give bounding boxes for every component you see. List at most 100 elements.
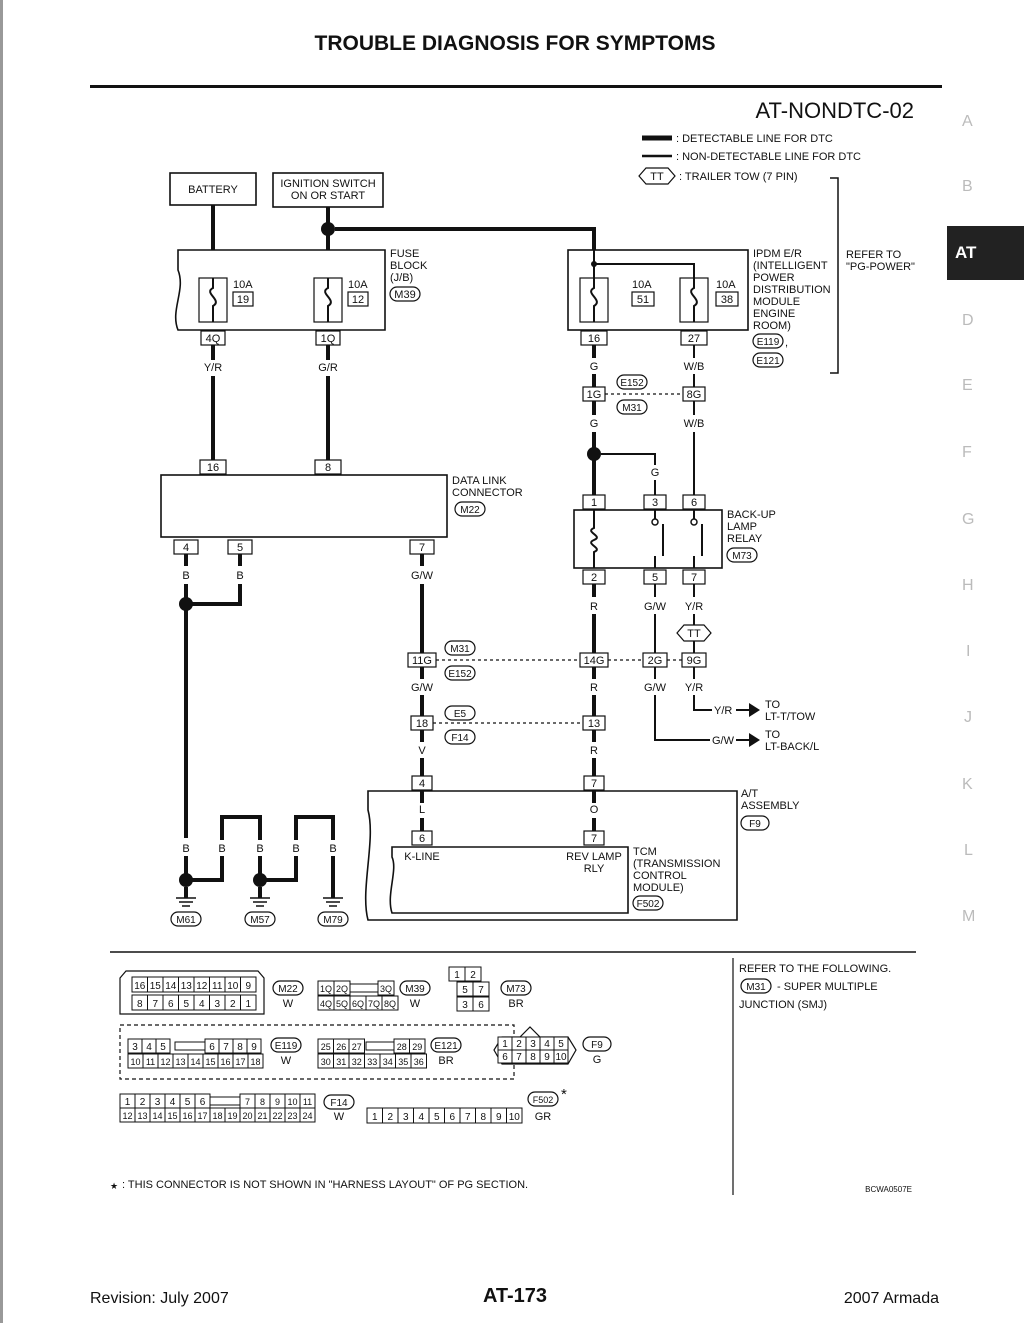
tab-letter-e[interactable]: E	[962, 377, 973, 394]
f14-pin-label: 9	[275, 1097, 280, 1107]
smj-line-3: JUNCTION (SMJ)	[739, 999, 827, 1011]
relay-label-3: RELAY	[727, 533, 763, 545]
e121-key-slot	[365, 1041, 395, 1051]
conn-tag-f502-b-text: F502	[533, 1095, 554, 1105]
e119-pin-label: 9	[251, 1042, 257, 1053]
conn-tag-m73	[726, 547, 758, 563]
ipdm-label-7: ROOM)	[753, 320, 791, 332]
gnd-wire-b1: B	[182, 843, 189, 855]
figure-code: BCWA0507E	[865, 1185, 912, 1194]
conn-tag-m22-b	[272, 980, 304, 996]
ipdm-internal-wire	[594, 263, 695, 278]
e119-pin-label: 5	[160, 1042, 166, 1053]
wire-color-gr: G/R	[318, 362, 338, 374]
f14-pin-label: 10	[287, 1097, 297, 1107]
conn-tag-e119	[752, 333, 784, 349]
f14-pin-label: 16	[182, 1111, 192, 1121]
tt-symbol-text: TT	[687, 628, 701, 640]
wire-color-18: V	[418, 745, 426, 757]
conn-tag-e121	[752, 352, 784, 368]
conn-tag-f9	[740, 815, 770, 831]
ipdm-label-1: IPDM E/R	[753, 248, 802, 260]
conn-tag-m73-b-text: M73	[506, 984, 526, 995]
f502-pin-label: 2	[387, 1112, 393, 1123]
m73-pin-cell	[472, 981, 490, 997]
f9-pin-label: 10	[555, 1052, 567, 1063]
wire-color-g1: G	[590, 361, 599, 373]
dlc-pin-16	[199, 459, 227, 475]
gnd-splice-2	[253, 873, 267, 887]
data-link-connector-box	[160, 474, 448, 538]
tcm-pin-6	[411, 830, 433, 846]
fuse-block-label-2: BLOCK	[390, 260, 428, 272]
tcm-rev-1: REV LAMP	[566, 851, 622, 863]
conn-tag-f502-text: F502	[637, 899, 660, 910]
f14-pin-label: 13	[137, 1111, 147, 1121]
legend-tt-symbol	[638, 167, 676, 185]
conn-tag-f502-b	[527, 1091, 559, 1107]
tab-letter-l[interactable]: L	[964, 842, 973, 859]
tab-letter-j[interactable]: J	[964, 709, 972, 726]
f14-pin-label: 3	[155, 1097, 161, 1108]
f9-pin-label: 6	[502, 1052, 508, 1063]
tab-letter-h[interactable]: H	[962, 577, 974, 594]
tab-letter-d[interactable]: D	[962, 312, 974, 329]
fuse-19-amp: 10A	[233, 279, 253, 291]
conn-tag-m61-text: M61	[176, 915, 196, 926]
conn-tag-m57	[244, 911, 276, 927]
wire-color-wb1: W/B	[684, 361, 705, 373]
fuse-51-num-box	[631, 291, 655, 307]
m22-pin-label: 1	[245, 999, 251, 1010]
tab-letter-a[interactable]: A	[962, 113, 973, 130]
conn-tag-f9-b-text: F9	[591, 1040, 603, 1051]
f9-pin-label: 9	[544, 1052, 550, 1063]
legend-trailer: : TRAILER TOW (7 PIN)	[679, 171, 798, 183]
tab-letter-m[interactable]: M	[962, 908, 976, 925]
tab-letter-f[interactable]: F	[962, 444, 972, 461]
m73-pin-cell	[472, 996, 490, 1012]
relay-pin-6	[682, 494, 706, 510]
f502-pin-label: 7	[465, 1112, 471, 1123]
m73-pin-label: 1	[454, 970, 460, 981]
m22-pin-label: 8	[137, 999, 143, 1010]
wire-color-g2: G	[590, 418, 599, 430]
wire-ignition-to-ipdm	[335, 227, 596, 250]
term-4q-text: 4Q	[206, 333, 221, 345]
e121-pin-label: 25	[321, 1042, 331, 1052]
tt-symbol	[676, 624, 712, 642]
splice-ignition	[321, 222, 335, 236]
gnd-wire-b4: B	[292, 843, 299, 855]
wire-dlc5-b	[186, 584, 242, 606]
fuse-12-icon	[324, 278, 332, 322]
battery-label: BATTERY	[188, 184, 238, 196]
m22-pin-label: 14	[165, 981, 177, 992]
tab-letter-i[interactable]: I	[966, 643, 971, 660]
f14-pin-label: 7	[245, 1097, 250, 1107]
tab-letter-b[interactable]: B	[962, 178, 973, 195]
f9-pin-label: 4	[544, 1039, 550, 1050]
m22-pin-label: 7	[152, 999, 158, 1010]
tab-letter-g[interactable]: G	[962, 511, 975, 528]
f502-pin-label: 4	[418, 1112, 424, 1123]
f14-pin-label: 24	[302, 1111, 312, 1121]
e119-pin-label: 14	[190, 1057, 200, 1067]
f502-pin-label: 5	[434, 1112, 440, 1123]
f9-pin-label: 3	[530, 1039, 536, 1050]
wire-color-dlc5: B	[236, 570, 243, 582]
tcm-pin-6-text: 6	[419, 833, 425, 845]
f14-pin-label: 14	[152, 1111, 162, 1121]
conn-tag-f14-a	[444, 729, 476, 745]
f14-pin-label: 8	[260, 1097, 265, 1107]
e119-pin-label: 6	[209, 1042, 215, 1053]
wire-color-yr: Y/R	[204, 362, 222, 374]
m22-pin-label: 13	[181, 981, 193, 992]
m39-key-slot	[349, 983, 379, 993]
tab-letter-k[interactable]: K	[962, 776, 973, 793]
tab-active-at[interactable]: AT	[947, 226, 1024, 280]
tcm-rev-2: RLY	[584, 863, 605, 875]
m39-pin-label: 4Q	[320, 999, 332, 1009]
ground-icon-m79	[323, 897, 343, 907]
splice-dlc-ground	[179, 597, 193, 611]
gnd-link-2	[260, 856, 298, 882]
